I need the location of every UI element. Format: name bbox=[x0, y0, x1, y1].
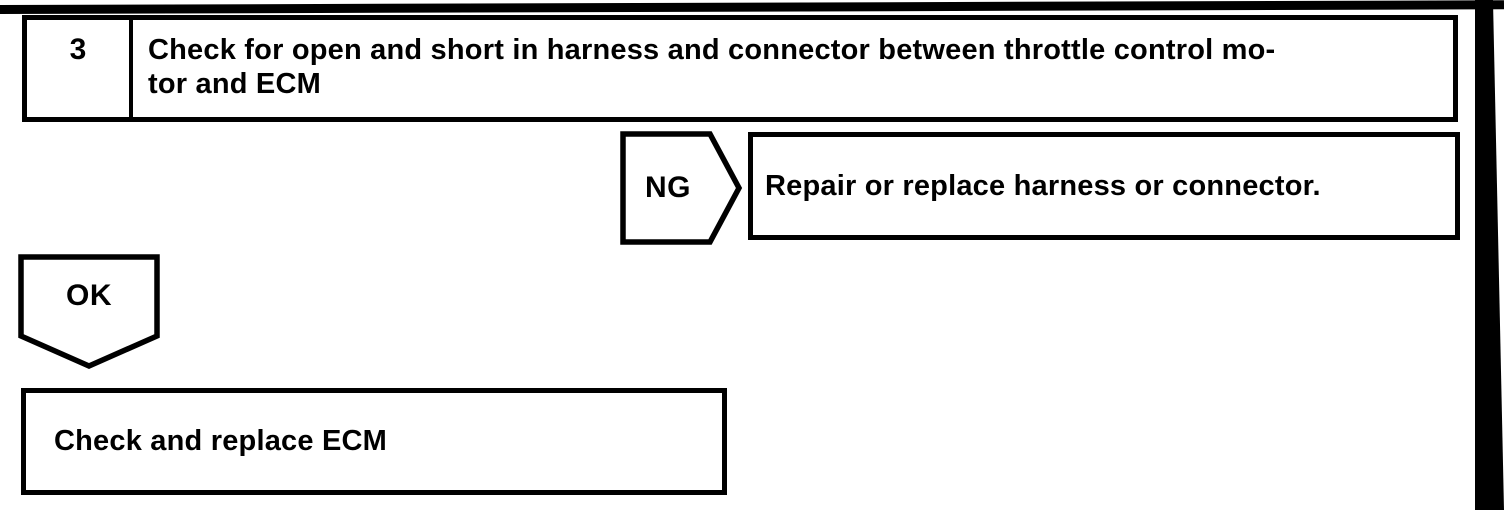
ok-action-box: Check and replace ECM bbox=[21, 388, 727, 495]
ng-pentagon-icon bbox=[620, 131, 743, 245]
step-title-cell: Check for open and short in harness and … bbox=[133, 20, 1453, 117]
step-number: 3 bbox=[69, 33, 87, 66]
ng-action-box: Repair or replace harness or connector. bbox=[748, 132, 1460, 240]
step-title-line-2: tor and ECM bbox=[148, 68, 321, 100]
ng-connector-label: NG bbox=[645, 171, 691, 204]
step-number-cell: 3 bbox=[27, 20, 133, 117]
ok-connector-label: OK bbox=[66, 279, 112, 312]
page-scan-edge-bar bbox=[1475, 0, 1504, 510]
ng-action-text: Repair or replace harness or connector. bbox=[765, 169, 1321, 202]
ok-action-text: Check and replace ECM bbox=[54, 425, 387, 457]
page-top-rule bbox=[0, 0, 1504, 14]
step-title-line-1: Check for open and short in harness and … bbox=[148, 34, 1276, 66]
ok-pentagon-icon bbox=[18, 254, 160, 370]
step-header-box: 3 Check for open and short in harness an… bbox=[22, 15, 1458, 122]
